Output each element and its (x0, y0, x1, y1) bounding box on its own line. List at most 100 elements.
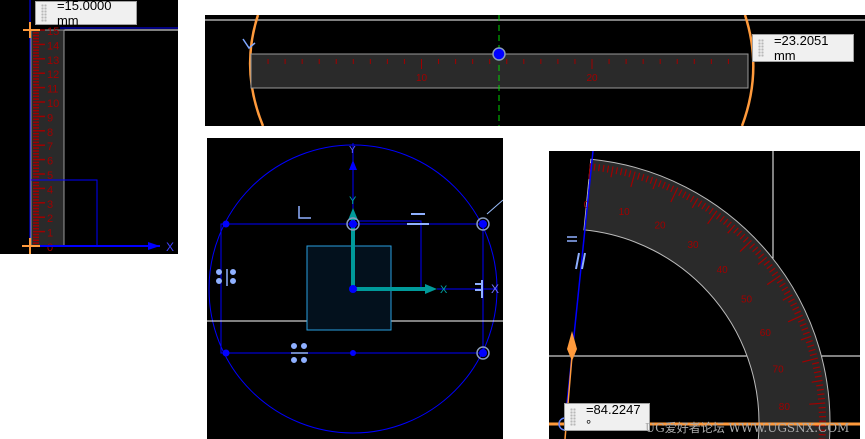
selected-point-ring (476, 217, 490, 231)
arc-right (740, 15, 755, 126)
angle-tick (649, 176, 654, 184)
x-axis-label: X (166, 240, 174, 254)
y-axis-label: Y (349, 195, 357, 207)
angle-tick (816, 384, 824, 387)
angle-tick (615, 167, 619, 175)
angle-label: 80 (779, 402, 791, 413)
dimension-value[interactable]: =84.2247 ° (585, 402, 641, 432)
angle-label: 30 (688, 240, 700, 251)
scale-label: 7 (47, 141, 53, 153)
angle-tick (628, 170, 632, 178)
angle-tick (809, 402, 826, 405)
angle-tick (727, 224, 736, 234)
angle-tick (619, 168, 623, 176)
drag-handle-top[interactable] (23, 22, 40, 38)
angle-tick (670, 187, 679, 203)
angle-tick (636, 172, 641, 180)
angle-tick (800, 335, 812, 341)
angle-label: 60 (760, 328, 772, 339)
angle-tick (662, 181, 666, 189)
angle-tick (736, 230, 743, 237)
watermark: UG爱好者论坛 WWW.UGSNX.COM (645, 421, 850, 435)
dimension-value[interactable]: =15.0000 mm (56, 0, 112, 28)
corner-point[interactable] (479, 349, 487, 357)
scale-label: 14 (47, 40, 59, 52)
angle-tick (794, 310, 802, 315)
angle-tick (645, 175, 649, 183)
angle-tick (811, 361, 820, 365)
angle-tick (812, 366, 821, 370)
angle-drag-handle-icon[interactable] (567, 331, 577, 361)
corner-point[interactable] (222, 349, 230, 357)
angle-tick (697, 200, 703, 207)
angle-label: 50 (741, 295, 753, 306)
grip-icon[interactable] (570, 408, 576, 426)
drag-handle-bottom[interactable] (22, 238, 40, 254)
dimension-input-box[interactable]: =23.2051 mm (752, 33, 854, 63)
corner-point[interactable] (222, 220, 230, 228)
angle-label: 20 (654, 221, 666, 232)
angle-tick (666, 183, 671, 191)
midpoint[interactable] (349, 220, 357, 228)
angle-tick (705, 205, 710, 212)
angle-tick (805, 340, 813, 344)
selected-point-ring (476, 346, 490, 360)
scale-label: 4 (47, 184, 53, 196)
ruler-body (30, 29, 65, 247)
dimension-value[interactable]: =23.2051 mm (773, 33, 829, 63)
dimension-line (357, 220, 422, 288)
scale-label: 10 (416, 73, 428, 84)
perpendicular-constraint-icon (298, 206, 311, 219)
dimension-input-box[interactable]: =84.2247 ° (564, 402, 650, 432)
angle-tick (739, 239, 752, 253)
scale-label: 3 (47, 199, 53, 211)
scale-label: 10 (47, 98, 59, 110)
dimension-input-box[interactable]: =15.0000 mm (35, 0, 137, 28)
angle-tick (707, 210, 718, 225)
angle-tick (766, 263, 773, 270)
midpoint[interactable] (350, 350, 356, 356)
angle-label: 40 (717, 265, 729, 276)
angle-tick (766, 275, 781, 286)
angle-label: 70 (773, 364, 785, 375)
angle-tick (758, 253, 765, 259)
angle-tick (781, 286, 789, 292)
grip-icon[interactable] (758, 39, 764, 57)
horizontal-constraint-icon (407, 213, 429, 225)
scale-label: 2 (47, 213, 53, 225)
sketch-panel[interactable]: X Y X Y (207, 138, 503, 439)
angle-tick (769, 267, 776, 273)
constraint-icon (242, 38, 256, 50)
angle-tick (790, 302, 797, 307)
equal-length-constraint-icon-bottom (291, 343, 308, 363)
angle-tick (811, 379, 823, 383)
angle-tick (630, 171, 636, 188)
angle-tick (719, 215, 725, 223)
angle-tick (757, 256, 768, 265)
angular-ruler-body (583, 158, 831, 439)
angle-tick (787, 314, 803, 323)
arc-left (248, 15, 265, 126)
origin-point[interactable] (349, 285, 357, 293)
scale-label: 8 (47, 127, 53, 139)
scale-label: 11 (47, 84, 58, 96)
angle-tick (779, 282, 786, 288)
scale-label: 15 (47, 26, 59, 38)
angle-label: 10 (619, 207, 631, 218)
angle-tick (726, 221, 732, 228)
grip-icon[interactable] (41, 4, 47, 22)
angle-tick (809, 353, 817, 357)
angle-tick (742, 236, 749, 243)
angle-tick (763, 260, 770, 266)
scale-label: 1 (47, 228, 53, 240)
parallel-constraint-icon (575, 252, 586, 270)
corner-point[interactable] (479, 220, 487, 228)
center-point[interactable] (492, 47, 506, 61)
angle-tick (771, 271, 779, 277)
angle-tick (708, 207, 714, 215)
angle-tick (606, 165, 610, 173)
